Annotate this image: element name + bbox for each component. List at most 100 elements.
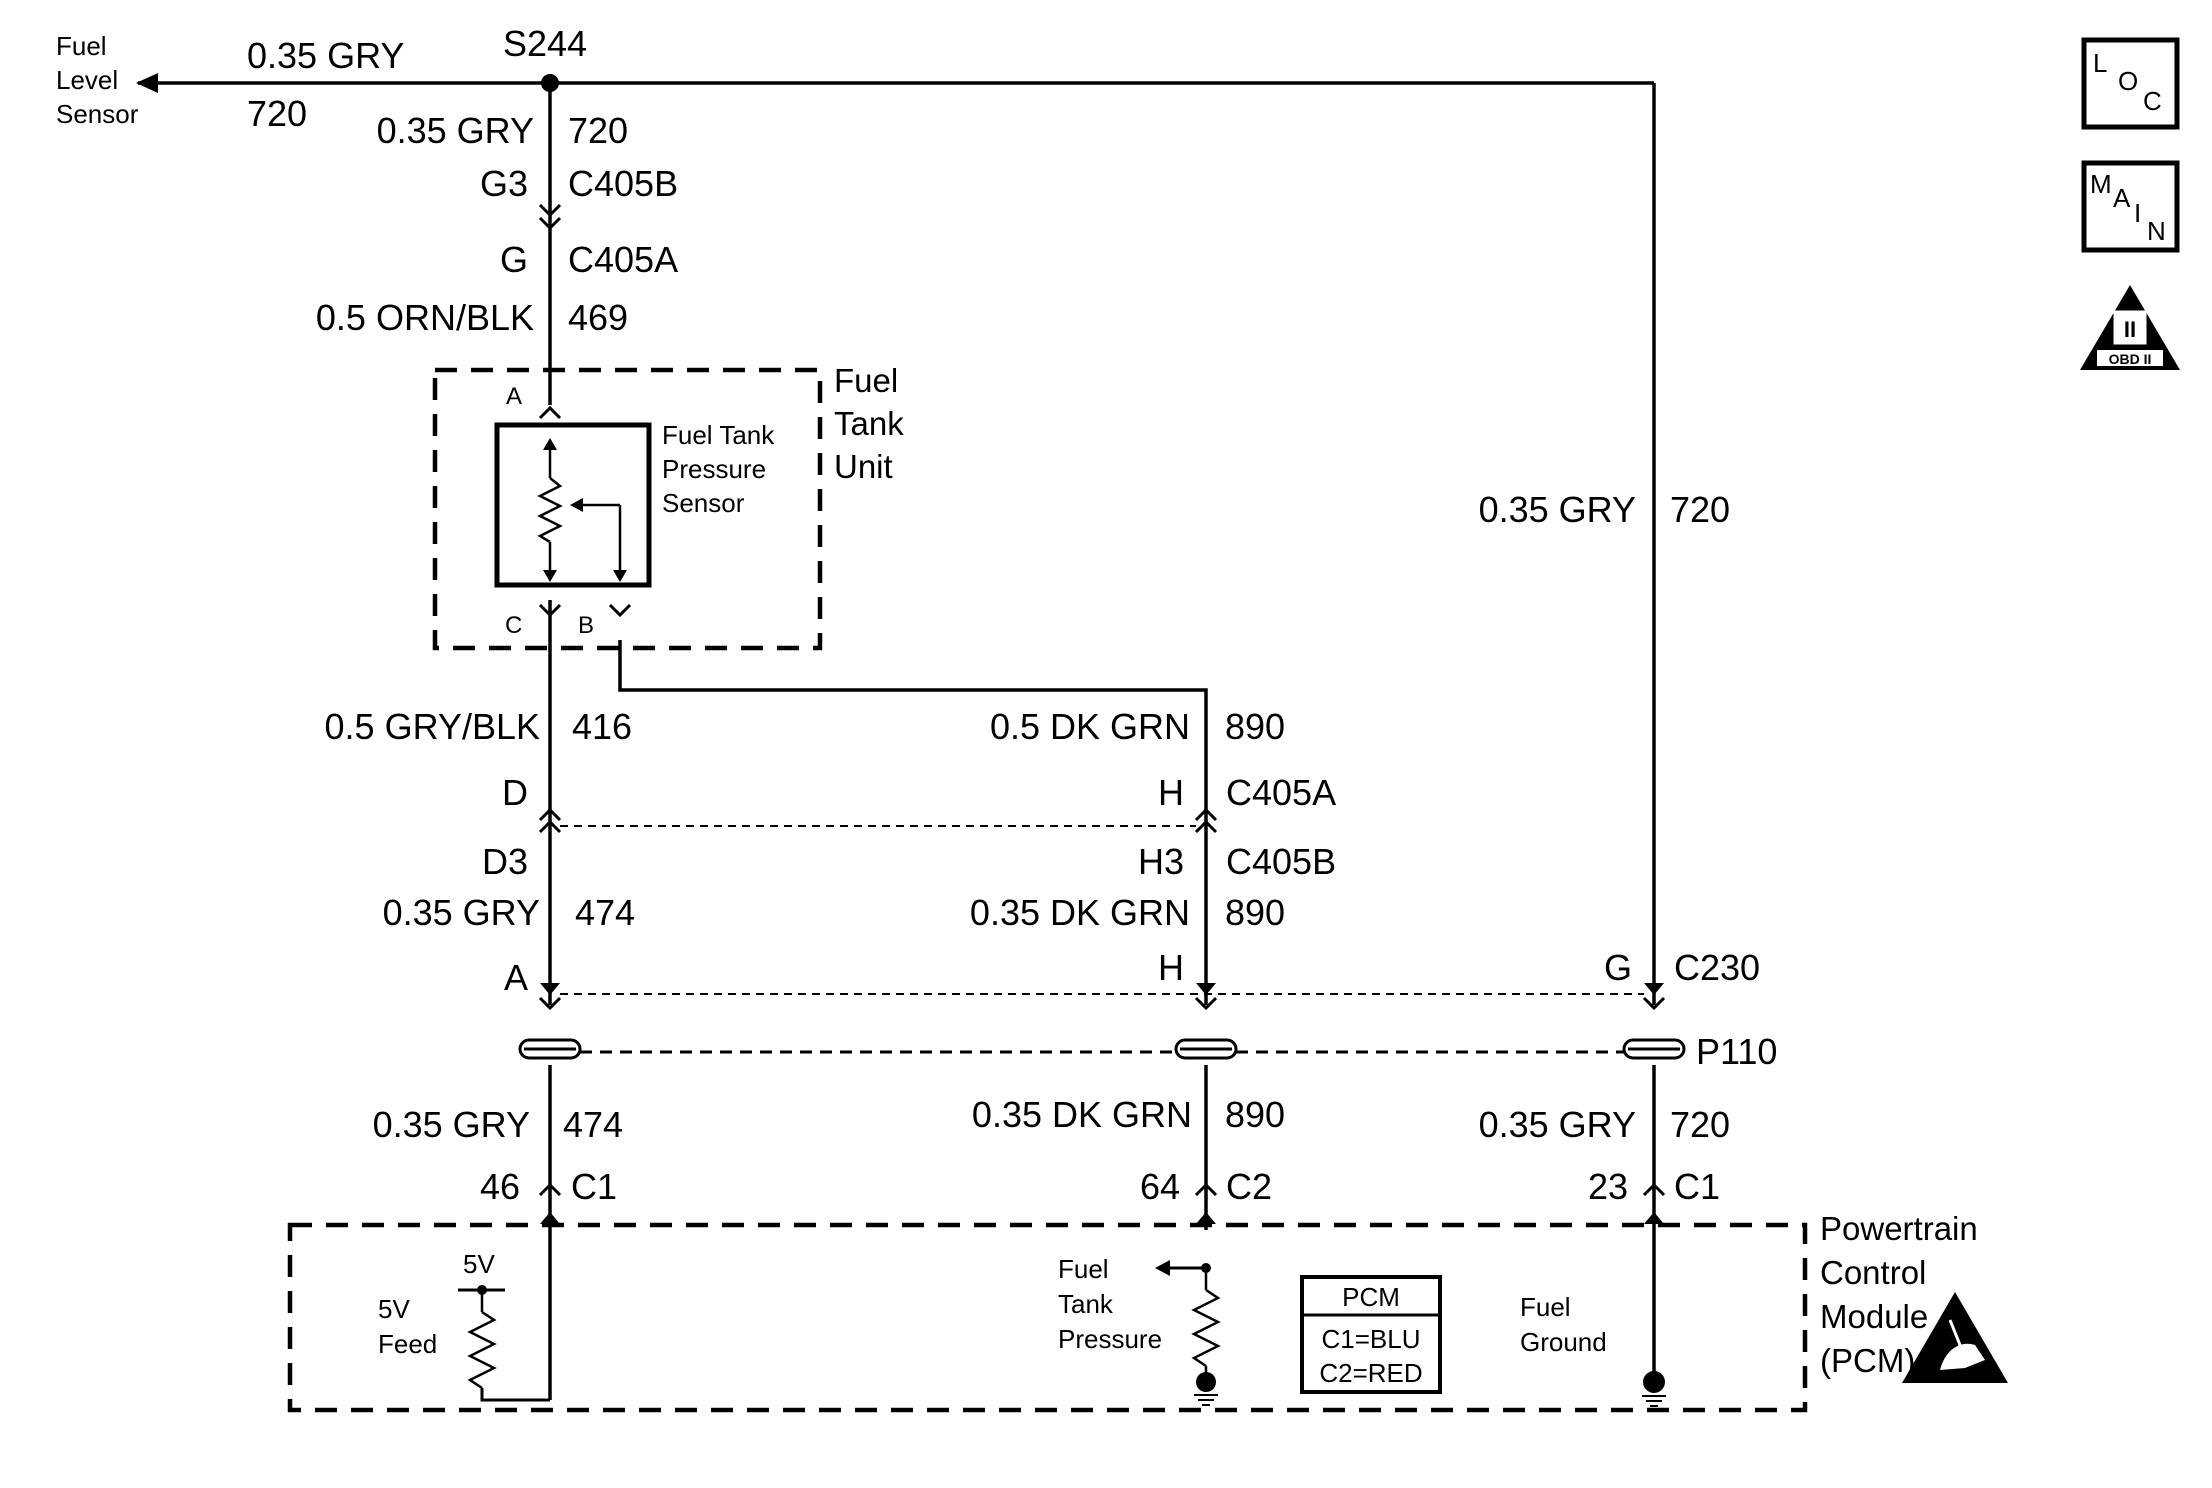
connector-name-label: C405B [1226,841,1336,882]
connector-pin-label: H [1158,772,1184,813]
wire-color-label: 0.35 GRY [1479,489,1636,530]
circuit-number-label: 720 [247,93,307,134]
connector-name-label: C405A [568,239,678,280]
svg-text:II: II [2124,317,2136,342]
feed-label: Feed [378,1329,437,1359]
connector-icon [538,203,562,218]
wire-color-label: 0.35 DK GRN [972,1094,1192,1135]
svg-text:A: A [2113,183,2131,213]
circuit-number-label: 720 [1670,1104,1730,1145]
main-icon[interactable]: M A I N [2081,160,2180,253]
svg-text:OBD II: OBD II [2109,351,2152,367]
pcm-title: Control [1820,1254,1926,1291]
svg-text:L: L [2093,48,2107,78]
wire-color-label: 0.35 GRY [383,892,540,933]
svg-text:O: O [2118,66,2138,96]
connector-pin-label: D [502,772,528,813]
connector-name-label: C405B [568,163,678,204]
connector-icon [1644,983,1664,995]
fuel-tank-unit-boundary [432,367,823,651]
pressure-sensor-box [494,422,652,588]
wire-color-label: 0.35 GRY [1479,1104,1636,1145]
connector-icon [538,216,562,231]
potentiometer-icon [537,438,627,582]
connector-icon [1642,996,1666,1011]
connector-pin-label: G [1604,947,1632,988]
svg-text:N: N [2147,216,2166,246]
connector-icon [540,1212,560,1224]
passthrough-label: P110 [1696,1031,1777,1072]
pcm-pin-label: 46 [480,1166,520,1207]
loc-icon[interactable]: L O C [2081,37,2180,130]
circuit-number-label: 474 [575,892,635,933]
splice-label: S244 [503,23,587,64]
connector-icon [1194,807,1218,822]
wire-color-label: 0.35 GRY [377,110,534,151]
connector-icon [1194,996,1218,1011]
sensor-label: Sensor [662,488,745,518]
fuel-level-sensor-label: Sensor [56,99,139,129]
obd-ii-icon[interactable]: II OBD II [2080,285,2180,370]
resistor-pressure-input [1155,1260,1221,1406]
connector-icon [538,807,562,822]
legend-c1: C1=BLU [1322,1324,1421,1354]
pcm-boundary [287,1222,1808,1413]
connector-pin-label: D3 [482,841,528,882]
circuit-number-label: 474 [563,1104,623,1145]
connector-pin-label: H [1158,947,1184,988]
circuit-number-label: 890 [1225,892,1285,933]
legend-c2: C2=RED [1319,1358,1422,1388]
connector-pin-label: G3 [480,163,528,204]
wire-color-label: 0.5 ORN/BLK [316,297,534,338]
pcm-title: (PCM) [1820,1342,1915,1379]
connector-icon [538,405,562,420]
fuel-level-sensor-label: Fuel [56,31,107,61]
pcm-connector-legend [1300,1275,1442,1394]
pin-c-label: C [505,612,522,639]
fuel-tank-unit-title: Unit [834,448,893,485]
svg-text:I: I [2134,198,2141,228]
pressure-label: Fuel [1058,1254,1109,1284]
pcm-title: Module [1820,1298,1928,1335]
pcm-connector-label: C1 [1674,1166,1720,1207]
connector-icon [538,1182,562,1197]
connector-icon [1196,983,1216,995]
ground-icon [1642,1371,1666,1407]
connector-icon [1194,819,1218,834]
connector-pin-label: G [500,239,528,280]
circuit-number-label: 720 [1670,489,1730,530]
circuit-number-label: 469 [568,297,628,338]
pcm-pin-label: 23 [1588,1166,1628,1207]
circuit-number-label: 890 [1225,1094,1285,1135]
circuit-number-label: 720 [568,110,628,151]
sensor-label: Pressure [662,454,766,484]
feed-label: 5V [378,1294,410,1324]
pcm-connector-label: C1 [571,1166,617,1207]
connector-icon [608,603,632,618]
esd-warning-icon [1902,1292,2008,1383]
pin-b-label: B [578,612,594,639]
voltage-label: 5V [463,1249,495,1279]
wire-color-label: 0.5 GRY/BLK [325,706,540,747]
connector-icon [1194,1182,1218,1197]
connector-pin-label: H3 [1138,841,1184,882]
wire-color-label: 0.35 DK GRN [970,892,1190,933]
circuit-number-label: 416 [572,706,632,747]
connector-name-label: C405A [1226,772,1336,813]
fuel-level-sensor-label: Level [56,65,118,95]
connector-icon [540,983,560,995]
wire-color-label: 0.35 GRY [247,35,404,76]
sensor-label: Fuel Tank [662,420,775,450]
fuel-tank-unit-title: Fuel [834,362,898,399]
pcm-pin-label: 64 [1140,1166,1180,1207]
ground-label: Fuel [1520,1292,1571,1322]
circuit-number-label: 890 [1225,706,1285,747]
fuel-tank-unit-title: Tank [834,405,904,442]
legend-title: PCM [1342,1282,1400,1312]
passthrough-icon [518,1038,1686,1060]
wire-890 [618,640,1208,1005]
ground-label: Ground [1520,1327,1607,1357]
resistor-5v-feed [458,1285,550,1402]
pcm-title: Powertrain [1820,1210,1978,1247]
